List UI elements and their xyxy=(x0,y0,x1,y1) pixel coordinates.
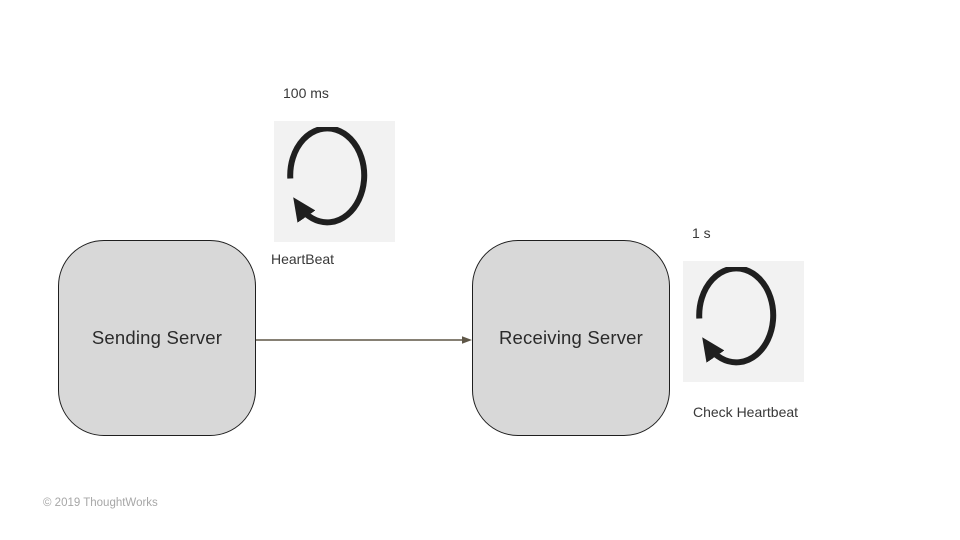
check-interval-label: 1 s xyxy=(692,225,711,241)
heartbeat-interval-label: 100 ms xyxy=(283,85,329,101)
heartbeat-label: HeartBeat xyxy=(271,251,335,267)
loop-arrow-icon xyxy=(696,267,777,366)
copyright-text: © 2019 ThoughtWorks xyxy=(43,497,158,509)
heartbeat-loop-icon xyxy=(274,121,395,242)
sender-to-receiver-arrow-icon xyxy=(256,336,472,344)
sending-server-label: Sending Server xyxy=(91,327,223,348)
receiving-server-label: Receiving Server xyxy=(498,327,644,348)
check-heartbeat-loop-icon xyxy=(683,261,804,382)
receiving-server-box: Receiving Server xyxy=(472,240,670,436)
check-heartbeat-label: Check Heartbeat xyxy=(693,404,799,420)
sending-server-box: Sending Server xyxy=(58,240,256,436)
loop-arrow-icon xyxy=(287,127,368,226)
